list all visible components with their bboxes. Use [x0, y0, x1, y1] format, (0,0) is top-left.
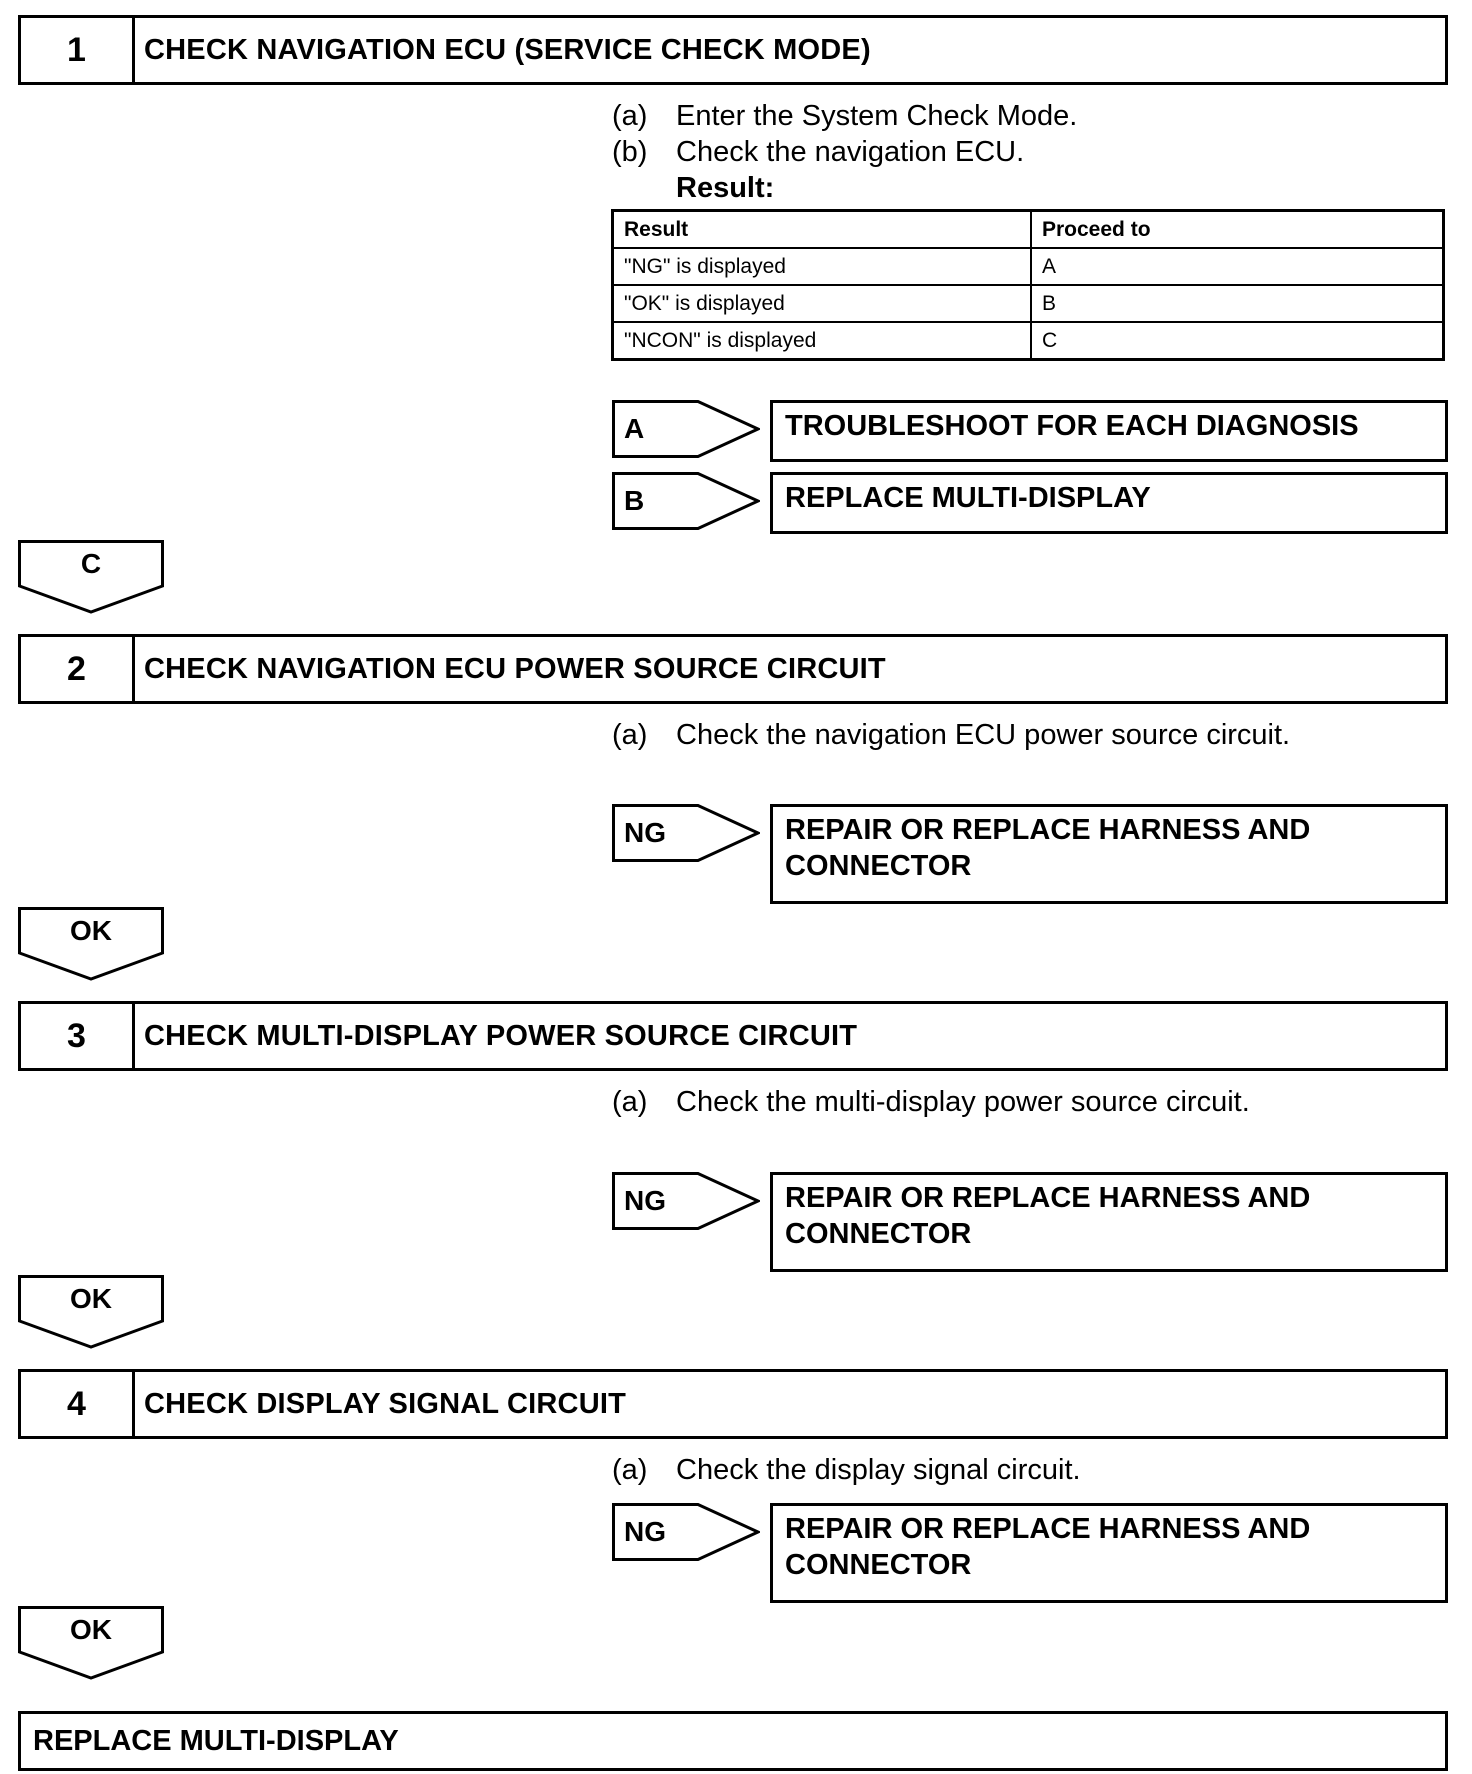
branch-ng-arrow: NG	[612, 1503, 760, 1561]
branch-tag: NG	[624, 817, 666, 848]
flow-label: OK	[70, 915, 112, 946]
instruction-text: Check the navigation ECU power source ci…	[676, 719, 1291, 751]
step-title: CHECK NAVIGATION ECU POWER SOURCE CIRCUI…	[144, 652, 886, 685]
step-2-header: 2 CHECK NAVIGATION ECU POWER SOURCE CIRC…	[18, 634, 1448, 704]
flow-down-arrow-ok: OK	[18, 907, 164, 981]
table-cell: B	[1030, 284, 1445, 323]
instruction-text: Check the navigation ECU.	[676, 136, 1025, 168]
flow-label: OK	[70, 1283, 112, 1314]
step-number: 4	[21, 1372, 135, 1436]
action-text-line: REPAIR OR REPLACE HARNESS AND	[785, 814, 1311, 846]
action-text-line: CONNECTOR	[785, 850, 972, 882]
table-header-cell: Result	[611, 209, 1032, 249]
branch-a-arrow: A	[612, 400, 760, 458]
result-table: Result Proceed to "NG" is displayed A "O…	[611, 209, 1445, 361]
instruction-letter: (a)	[612, 1454, 648, 1486]
instruction-letter: (b)	[612, 136, 648, 168]
flow-down-arrow-ok: OK	[18, 1606, 164, 1680]
step-number: 2	[21, 637, 135, 701]
step-4-header: 4 CHECK DISPLAY SIGNAL CIRCUIT	[18, 1369, 1448, 1439]
branch-tag: B	[624, 485, 645, 516]
instruction-line: (a) Check the display signal circuit.	[612, 1452, 1081, 1488]
branch-b-action-box: REPLACE MULTI-DISPLAY	[770, 472, 1448, 534]
instruction-letter: (a)	[612, 100, 648, 132]
table-row: "NG" is displayed A	[611, 247, 1445, 286]
right-arrow-icon	[612, 804, 760, 862]
table-row: "NCON" is displayed C	[611, 321, 1445, 361]
down-arrow-icon	[18, 907, 164, 981]
flow-down-arrow-ok: OK	[18, 1275, 164, 1349]
instruction-line: (b) Check the navigation ECU.	[612, 134, 1024, 170]
step-1-header: 1 CHECK NAVIGATION ECU (SERVICE CHECK MO…	[18, 15, 1448, 85]
flow-label: C	[80, 548, 102, 579]
flow-down-arrow-c: C	[18, 540, 164, 614]
branch-ng-action-box: REPAIR OR REPLACE HARNESS AND CONNECTOR	[770, 1172, 1448, 1272]
step-number: 3	[21, 1004, 135, 1068]
action-text-line: CONNECTOR	[785, 1218, 972, 1250]
step-title: CHECK MULTI-DISPLAY POWER SOURCE CIRCUIT	[144, 1019, 858, 1052]
table-row: "OK" is displayed B	[611, 284, 1445, 323]
step-title: CHECK DISPLAY SIGNAL CIRCUIT	[144, 1387, 627, 1420]
table-cell: A	[1030, 247, 1445, 286]
final-action-box: REPLACE MULTI-DISPLAY	[18, 1711, 1448, 1771]
table-header-row: Result Proceed to	[611, 209, 1445, 249]
branch-tag: NG	[624, 1185, 666, 1216]
table-cell: C	[1030, 321, 1445, 361]
down-arrow-icon	[18, 1275, 164, 1349]
action-text-line: REPAIR OR REPLACE HARNESS AND	[785, 1513, 1311, 1545]
branch-ng-action-box: REPAIR OR REPLACE HARNESS AND CONNECTOR	[770, 1503, 1448, 1603]
instruction-text: Enter the System Check Mode.	[676, 100, 1078, 132]
branch-ng-arrow: NG	[612, 1172, 760, 1230]
branch-ng-arrow: NG	[612, 804, 760, 862]
right-arrow-icon	[612, 472, 760, 530]
action-text: REPLACE MULTI-DISPLAY	[785, 482, 1151, 514]
instruction-line: (a) Check the navigation ECU power source…	[612, 717, 1290, 753]
right-arrow-icon	[612, 1503, 760, 1561]
instruction-line: (a) Check the multi-display power source …	[612, 1084, 1250, 1120]
table-header-cell: Proceed to	[1030, 209, 1445, 249]
instruction-text: Check the multi-display power source cir…	[676, 1086, 1250, 1118]
action-text-line: REPAIR OR REPLACE HARNESS AND	[785, 1182, 1311, 1214]
final-action-text: REPLACE MULTI-DISPLAY	[33, 1724, 399, 1757]
branch-a-action-box: TROUBLESHOOT FOR EACH DIAGNOSIS	[770, 400, 1448, 462]
branch-tag: NG	[624, 1516, 666, 1547]
step-number: 1	[21, 18, 135, 82]
branch-tag: A	[624, 413, 645, 444]
action-text: TROUBLESHOOT FOR EACH DIAGNOSIS	[785, 410, 1359, 442]
step-3-header: 3 CHECK MULTI-DISPLAY POWER SOURCE CIRCU…	[18, 1001, 1448, 1071]
right-arrow-icon	[612, 400, 760, 458]
action-text-line: CONNECTOR	[785, 1549, 972, 1581]
branch-ng-action-box: REPAIR OR REPLACE HARNESS AND CONNECTOR	[770, 804, 1448, 904]
flow-label: OK	[70, 1614, 112, 1645]
instruction-letter: (a)	[612, 1086, 648, 1118]
branch-b-arrow: B	[612, 472, 760, 530]
right-arrow-icon	[612, 1172, 760, 1230]
result-label: Result:	[676, 172, 775, 204]
table-cell: "NG" is displayed	[611, 247, 1032, 286]
instruction-line: (a) Enter the System Check Mode.	[612, 98, 1077, 134]
instruction-letter: (a)	[612, 719, 648, 751]
step-title: CHECK NAVIGATION ECU (SERVICE CHECK MODE…	[144, 33, 871, 66]
table-cell: "NCON" is displayed	[611, 321, 1032, 361]
instruction-text: Check the display signal circuit.	[676, 1454, 1081, 1486]
down-arrow-icon	[18, 1606, 164, 1680]
table-cell: "OK" is displayed	[611, 284, 1032, 323]
down-arrow-icon	[18, 540, 164, 614]
